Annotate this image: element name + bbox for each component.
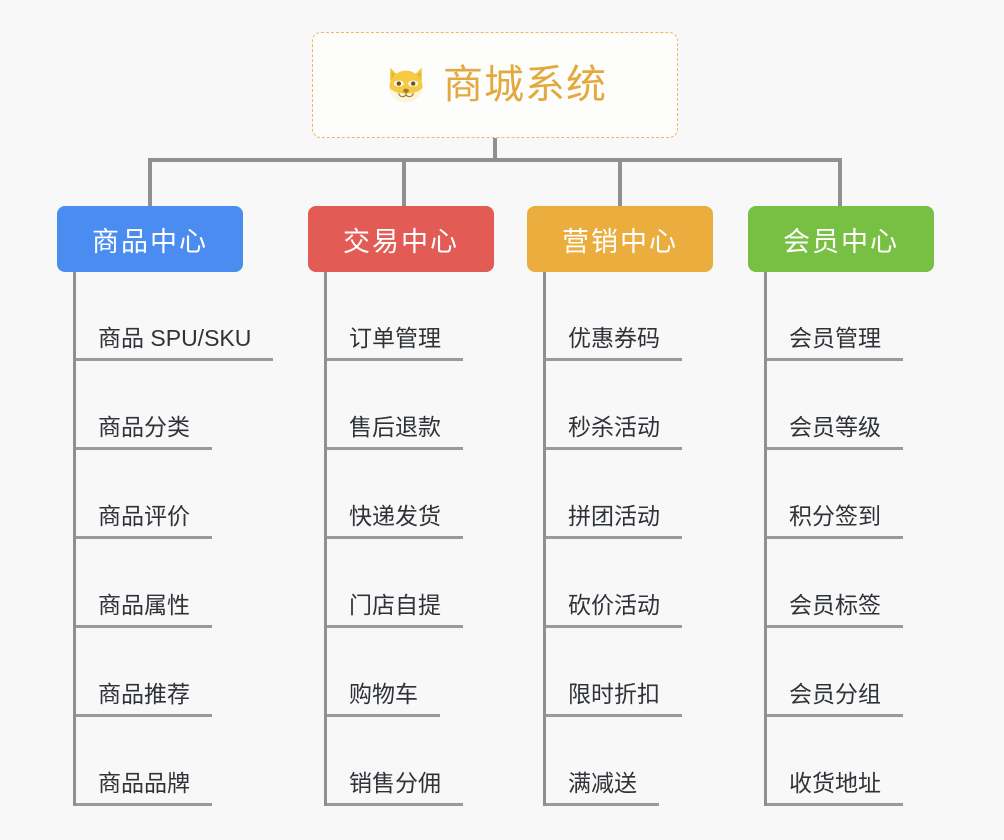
leaf-spine-2 (324, 272, 327, 806)
leaf-item[interactable]: 销售分佣 (324, 717, 518, 806)
branch-bus-bar (148, 158, 842, 162)
leaf-label: 商品评价 (98, 502, 190, 529)
leaf-spine-1 (73, 272, 76, 806)
leaf-label: 商品推荐 (98, 680, 190, 707)
branch-drop-connector-3 (618, 158, 622, 208)
branch-column-1: 商品中心 商品 SPU/SKU 商品分类 商品评价 商品属性 商品推荐 商品品牌 (57, 206, 289, 806)
leaf-label: 拼团活动 (568, 502, 660, 529)
leaf-item[interactable]: 会员标签 (764, 539, 958, 628)
leaf-item[interactable]: 限时折扣 (543, 628, 737, 717)
leaf-label: 订单管理 (349, 324, 441, 351)
leaf-item[interactable]: 满减送 (543, 717, 737, 806)
leaf-label: 售后退款 (349, 413, 441, 440)
leaf-label: 商品分类 (98, 413, 190, 440)
shiba-dog-face-icon (383, 62, 429, 108)
root-title: 商城系统 (443, 63, 607, 107)
branch-header-2[interactable]: 交易中心 (308, 206, 494, 272)
leaf-item[interactable]: 商品品牌 (73, 717, 289, 806)
branch-header-label-3: 营销中心 (562, 226, 678, 257)
branch-drop-connector-4 (838, 158, 842, 208)
branch-column-2: 交易中心 订单管理 售后退款 快递发货 门店自提 购物车 销售分佣 (308, 206, 518, 806)
leaf-label: 满减送 (568, 769, 637, 796)
leaf-item[interactable]: 收货地址 (764, 717, 958, 806)
leaf-label: 会员分组 (789, 680, 881, 707)
branch-header-4[interactable]: 会员中心 (748, 206, 934, 272)
leaf-label: 销售分佣 (349, 769, 441, 796)
leaf-item[interactable]: 会员管理 (764, 272, 958, 361)
leaf-item[interactable]: 订单管理 (324, 272, 518, 361)
branch-drop-connector-2 (402, 158, 406, 208)
leaf-list-4: 会员管理 会员等级 积分签到 会员标签 会员分组 收货地址 (764, 272, 958, 806)
leaf-label: 优惠券码 (568, 324, 660, 351)
leaf-item[interactable]: 优惠券码 (543, 272, 737, 361)
leaf-item[interactable]: 会员分组 (764, 628, 958, 717)
leaf-item[interactable]: 会员等级 (764, 361, 958, 450)
leaf-item[interactable]: 商品属性 (73, 539, 289, 628)
leaf-label: 商品属性 (98, 591, 190, 618)
root-node[interactable]: 商城系统 (312, 32, 678, 138)
leaf-spine-4 (764, 272, 767, 806)
leaf-label: 砍价活动 (568, 591, 660, 618)
leaf-item[interactable]: 购物车 (324, 628, 518, 717)
leaf-item[interactable]: 售后退款 (324, 361, 518, 450)
leaf-label: 门店自提 (349, 591, 441, 618)
branch-drop-connector-1 (148, 158, 152, 208)
leaf-label: 商品 SPU/SKU (98, 324, 252, 351)
branch-header-label-4: 会员中心 (783, 226, 899, 257)
leaf-label: 限时折扣 (568, 680, 660, 707)
branch-header-1[interactable]: 商品中心 (57, 206, 243, 272)
branch-header-3[interactable]: 营销中心 (527, 206, 713, 272)
leaf-list-3: 优惠券码 秒杀活动 拼团活动 砍价活动 限时折扣 满减送 (543, 272, 737, 806)
leaf-label: 秒杀活动 (568, 413, 660, 440)
branch-column-4: 会员中心 会员管理 会员等级 积分签到 会员标签 会员分组 收货地址 (748, 206, 958, 806)
leaf-item[interactable]: 商品分类 (73, 361, 289, 450)
leaf-item[interactable]: 商品推荐 (73, 628, 289, 717)
leaf-list-2: 订单管理 售后退款 快递发货 门店自提 购物车 销售分佣 (324, 272, 518, 806)
leaf-label: 会员管理 (789, 324, 881, 351)
leaf-item[interactable]: 积分签到 (764, 450, 958, 539)
leaf-label: 收货地址 (789, 769, 881, 796)
leaf-list-1: 商品 SPU/SKU 商品分类 商品评价 商品属性 商品推荐 商品品牌 (73, 272, 289, 806)
leaf-label: 商品品牌 (98, 769, 190, 796)
branch-column-3: 营销中心 优惠券码 秒杀活动 拼团活动 砍价活动 限时折扣 满减送 (527, 206, 737, 806)
leaf-label: 快递发货 (349, 502, 441, 529)
leaf-item[interactable]: 商品 SPU/SKU (73, 272, 289, 361)
branch-header-label-2: 交易中心 (343, 226, 459, 257)
leaf-item[interactable]: 拼团活动 (543, 450, 737, 539)
leaf-item[interactable]: 商品评价 (73, 450, 289, 539)
leaf-item[interactable]: 秒杀活动 (543, 361, 737, 450)
leaf-item[interactable]: 快递发货 (324, 450, 518, 539)
leaf-label: 购物车 (349, 680, 418, 707)
leaf-spine-3 (543, 272, 546, 806)
leaf-label: 会员等级 (789, 413, 881, 440)
leaf-label: 会员标签 (789, 591, 881, 618)
root-trunk-connector (493, 138, 497, 162)
branch-header-label-1: 商品中心 (92, 226, 208, 257)
leaf-item[interactable]: 门店自提 (324, 539, 518, 628)
leaf-item[interactable]: 砍价活动 (543, 539, 737, 628)
leaf-label: 积分签到 (789, 502, 881, 529)
